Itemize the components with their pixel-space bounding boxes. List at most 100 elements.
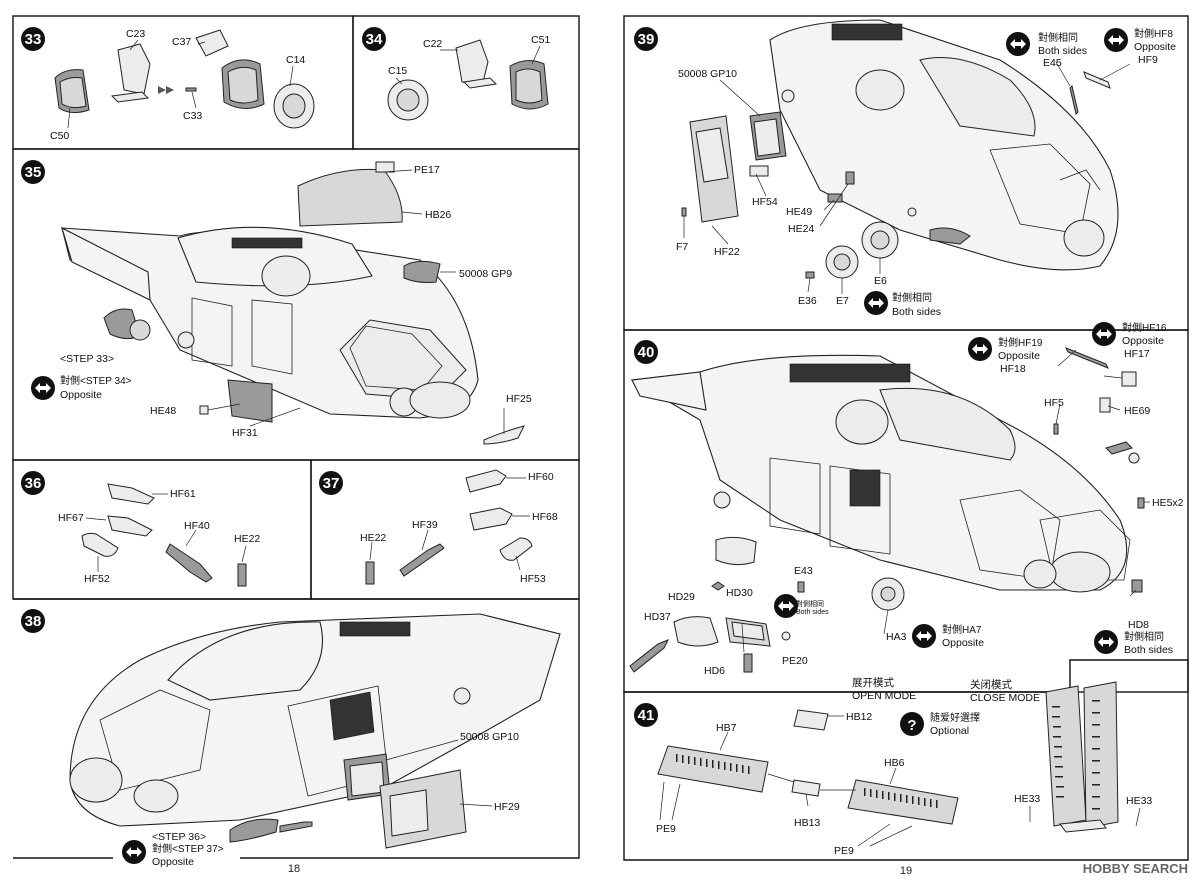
label-hb7: HB7 [716, 722, 737, 734]
opposite-hf16-cn: 對側HF16 [1122, 321, 1167, 334]
svg-text:36: 36 [25, 475, 42, 492]
label-hd29: HD29 [668, 591, 695, 603]
label-c14: C14 [286, 54, 305, 66]
label-e43: E43 [794, 565, 813, 577]
svg-text:41: 41 [638, 707, 655, 724]
both-sides-en: Both sides [1038, 45, 1087, 57]
label-he33: HE33 [1126, 795, 1152, 807]
both-sides-en: Both sides [892, 306, 941, 318]
label-hf25: HF25 [506, 393, 532, 405]
both-sides-cn: 對側相同 [892, 291, 932, 304]
both-sides-cn: 對側相同 [1038, 31, 1078, 44]
step-badge-34: 34 [362, 27, 386, 51]
step-39-fuselage [769, 19, 1119, 271]
label-hf5: HF5 [1044, 397, 1064, 409]
svg-text:35: 35 [25, 164, 42, 181]
optional-cn: 随爱好選擇 [930, 711, 980, 724]
label-he24: HE24 [788, 223, 814, 235]
both-directions-icon [864, 291, 888, 315]
label-c37: C37 [172, 36, 191, 48]
label-hf39: HF39 [412, 519, 438, 531]
both-sides-en: Both sides [1124, 644, 1173, 656]
step-35-fuselage [61, 226, 479, 419]
label-e7: E7 [836, 295, 849, 307]
label-he22: HE22 [360, 532, 386, 544]
opposite-ha7-cn: 對側HA7 [942, 623, 982, 636]
step-34-parts [387, 39, 549, 121]
label-hf54: HF54 [752, 196, 778, 208]
label-c50: C50 [50, 130, 69, 142]
label-hf29: HF29 [494, 801, 520, 813]
both-directions-icon [968, 337, 992, 361]
step-badge-40: 40 [634, 340, 658, 364]
label-he33: HE33 [1014, 793, 1040, 805]
label-hb13: HB13 [794, 817, 820, 829]
step-badge-38: 38 [21, 609, 45, 633]
step-35-parts [103, 161, 525, 445]
svg-text:40: 40 [638, 344, 655, 361]
both-directions-icon [1094, 630, 1118, 654]
svg-text:34: 34 [366, 31, 383, 48]
step-badge-35: 35 [21, 160, 45, 184]
opposite-label: Opposite [998, 350, 1040, 362]
ref-step-36: <STEP 36> [152, 831, 206, 843]
both-sides-cn: 對側相同 [1124, 630, 1164, 643]
opposite-label: Opposite [152, 856, 194, 868]
label-he22: HE22 [234, 533, 260, 545]
label-hf9: HF9 [1138, 54, 1158, 66]
both-directions-icon [774, 594, 798, 618]
label-hb12: HB12 [846, 711, 872, 723]
opposite-hf8-cn: 對側HF8 [1134, 27, 1173, 40]
label-hd6: HD6 [704, 665, 725, 677]
label-hf53: HF53 [520, 573, 546, 585]
label-hf31: HF31 [232, 427, 258, 439]
label-e6: E6 [874, 275, 887, 287]
svg-text:37: 37 [323, 475, 340, 492]
label-c22: C22 [423, 38, 442, 50]
opposite-label: Opposite [1134, 41, 1176, 53]
label-hf67: HF67 [58, 512, 84, 524]
page-number-right: 19 [900, 865, 912, 877]
both-directions-icon [1092, 322, 1116, 346]
label-hd30: HD30 [726, 587, 753, 599]
label-he48: HE48 [150, 405, 176, 417]
label-hb6: HB6 [884, 757, 905, 769]
step-41-parts [657, 681, 1141, 847]
opposite-label: Opposite [942, 637, 984, 649]
opposite-hf19-cn: 對側HF19 [998, 336, 1043, 349]
step-38-frame [13, 598, 580, 859]
label-pe9: PE9 [834, 845, 854, 857]
label-hd8: HD8 [1128, 619, 1149, 631]
label-50008-gp9: 50008 GP9 [459, 268, 512, 280]
step-38-fuselage [69, 613, 561, 827]
label-50008-gp10: 50008 GP10 [678, 68, 737, 80]
label-pe20: PE20 [782, 655, 808, 667]
both-directions-icon [122, 840, 146, 864]
label-hf60: HF60 [528, 471, 554, 483]
step-40-parts [629, 347, 1150, 673]
label-e45: E45 [1043, 57, 1062, 69]
opposite-label: Opposite [60, 389, 102, 401]
label-50008-gp10: 50008 GP10 [460, 731, 519, 743]
ref-opposite-step-34: 對側<STEP 34> [60, 374, 132, 387]
both-sides-cn: 對側相同 [796, 599, 824, 608]
label-hf22: HF22 [714, 246, 740, 258]
label-he49: HE49 [786, 206, 812, 218]
label-c15: C15 [388, 65, 407, 77]
both-directions-icon [1104, 28, 1128, 52]
step-33-parts [54, 29, 315, 129]
ref-opposite-step-37: 對側<STEP 37> [152, 842, 224, 855]
close-mode-cn: 关闭模式 [970, 678, 1012, 691]
ref-step-33: <STEP 33> [60, 353, 114, 365]
open-mode-cn: 展开模式 [852, 676, 894, 689]
page-number-left: 18 [288, 863, 300, 875]
step-37-parts [365, 469, 533, 585]
step-40-fuselage [630, 354, 1131, 593]
step-39-parts [681, 61, 1131, 294]
label-he69: HE69 [1124, 405, 1150, 417]
optional-question-icon: ? [900, 712, 924, 736]
step-badge-39: 39 [634, 27, 658, 51]
label-c51: C51 [531, 34, 550, 46]
opposite-label: Opposite [1122, 335, 1164, 347]
